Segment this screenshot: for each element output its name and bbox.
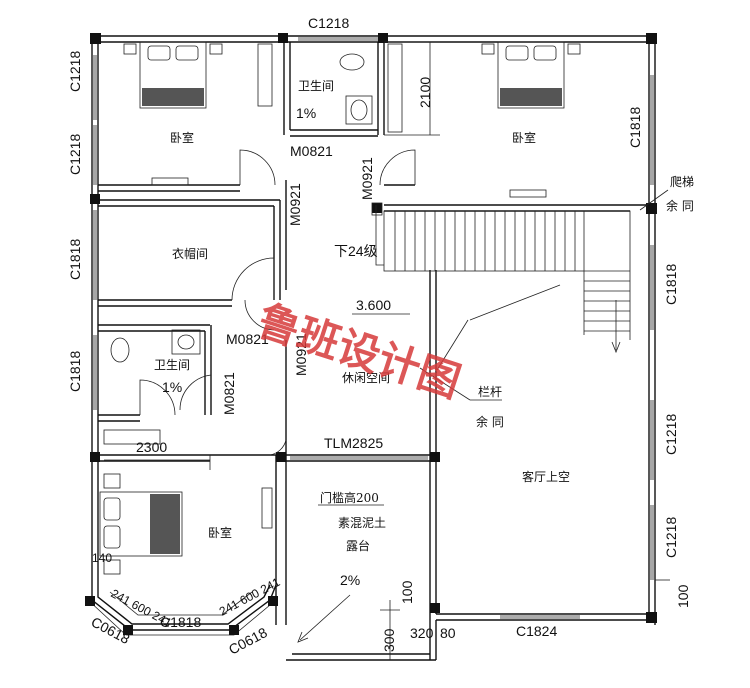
door-label-hall-mid: M0921 [293, 333, 309, 376]
door-label-hall-right: M0921 [359, 157, 375, 200]
window-label-left-lower: C1818 [67, 351, 83, 392]
window-label-left-upper: C1218 [67, 51, 83, 92]
room-bathroom-top: 卫生间 [298, 79, 334, 93]
room-terrace-line2: 露台 [346, 538, 370, 553]
interior-walls [98, 42, 649, 661]
terrace-slope: 2% [340, 572, 360, 588]
room-names: 卧室 卧室 卫生间 衣帽间 卫生间 休闲空间 卧室 客厅上空 素混泥土 露台 [154, 79, 570, 553]
room-leisure-space: 休闲空间 [342, 371, 390, 385]
window-label-right-mid: C1818 [663, 264, 679, 305]
dim-300: 300 [381, 628, 397, 652]
door-label-closet: M0821 [226, 331, 269, 347]
railing-line1: 栏杆 [478, 384, 502, 399]
railing-line2: 余 同 [476, 414, 504, 429]
bath-left-slope: 1% [162, 379, 182, 395]
room-bedroom-nw: 卧室 [170, 130, 194, 145]
bay-window [85, 584, 278, 636]
bath-top-slope: 1% [296, 105, 316, 121]
furniture [99, 41, 581, 575]
room-living-void: 客厅上空 [522, 469, 570, 484]
room-bedroom-ne: 卧室 [512, 130, 536, 145]
window-label-right-upper: C1818 [627, 107, 643, 148]
bay-sill: 140 [92, 551, 112, 565]
dim-80: 80 [440, 625, 456, 641]
room-terrace-line1: 素混泥土 [338, 516, 386, 530]
door-label-hall-left: M0921 [287, 183, 303, 226]
window-label-left-upper2: C1218 [67, 134, 83, 175]
doors [139, 149, 428, 460]
room-walkin-closet: 衣帽间 [172, 246, 208, 261]
window-label-right-lower2: C1218 [663, 517, 679, 558]
door-sill-label: 门槛高200 [320, 490, 379, 505]
dim-100-right: 100 [675, 584, 691, 608]
window-label-bottom-right: C1824 [516, 623, 557, 639]
dim-2300: 2300 [136, 439, 167, 455]
window-label-right-lower1: C1218 [663, 414, 679, 455]
handrail-line1: 爬梯 [670, 175, 694, 189]
door-label-bath-top: M0821 [290, 143, 333, 159]
structural-columns [90, 33, 657, 623]
window-label-bay-front: C1818 [160, 614, 201, 630]
stairs-down-label: 下24级 [334, 243, 378, 259]
window-label-left-mid: C1818 [67, 239, 83, 280]
dimension-lines [104, 41, 670, 660]
stair-level: 3.600 [356, 297, 391, 313]
door-label-bath-left: M0821 [221, 372, 237, 415]
staircase [371, 202, 631, 354]
dim-2100: 2100 [417, 77, 433, 108]
door-label-sliding: TLM2825 [324, 435, 383, 451]
window-labels: C1218 C1218 C1218 C1818 C1818 C1818 C181… [67, 15, 679, 658]
window-label-top-center: C1218 [308, 15, 349, 31]
door-labels: M0821 M0921 M0921 M0821 M0921 M0821 TLM2… [221, 143, 383, 451]
dim-100-bottom: 100 [399, 580, 415, 604]
room-bathroom-left: 卫生间 [154, 358, 190, 372]
dim-320: 320 [410, 625, 434, 641]
room-bedroom-sw: 卧室 [208, 525, 232, 540]
handrail-line2: 余 同 [666, 198, 694, 213]
